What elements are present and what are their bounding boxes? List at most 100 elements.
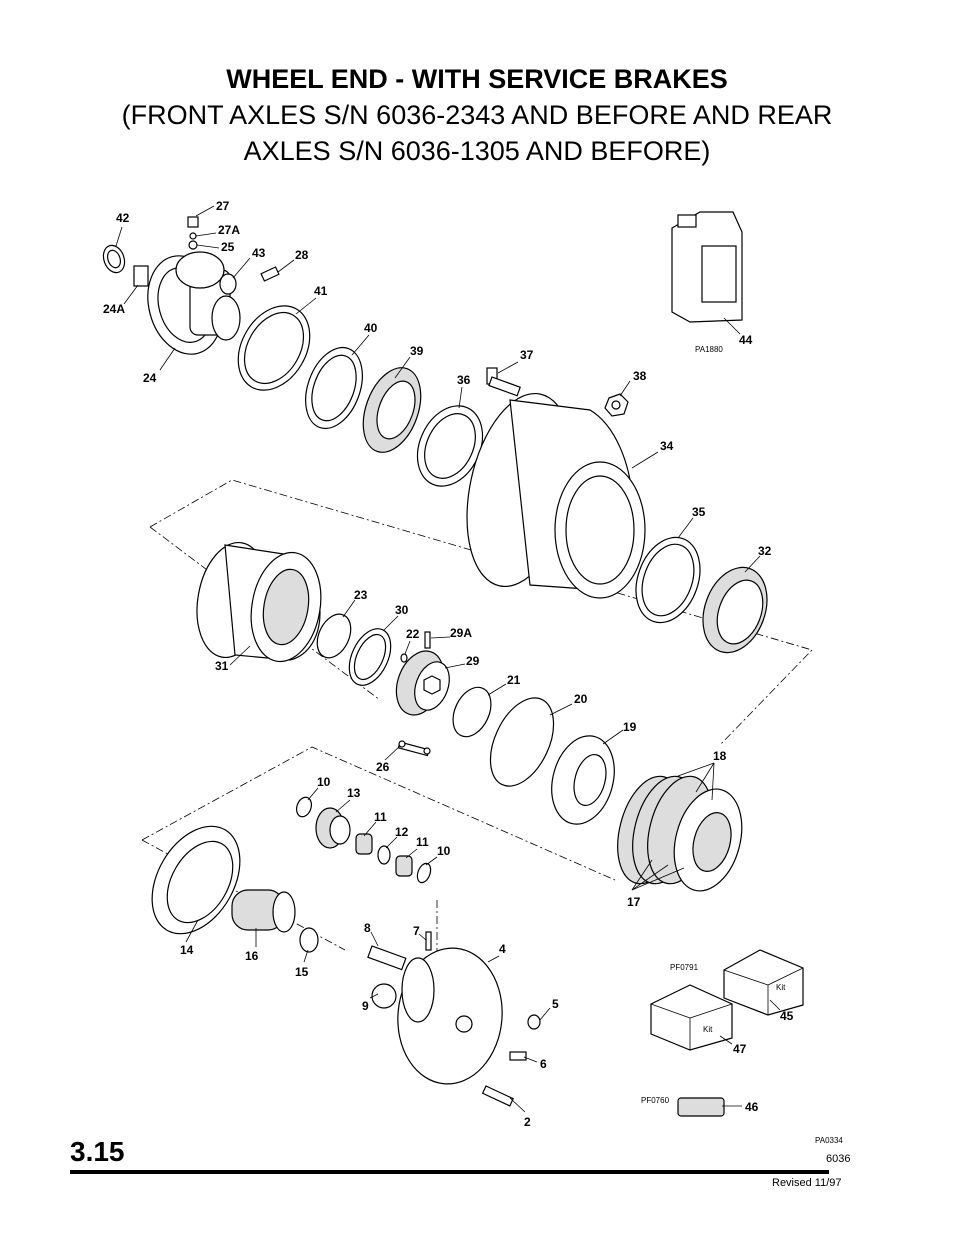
- callout-21: 21: [507, 673, 521, 687]
- part-16-sun-gear: [231, 889, 296, 933]
- callout-37: 37: [520, 348, 534, 362]
- page-title: WHEEL END - WITH SERVICE BRAKES: [226, 64, 728, 94]
- callout-39: 39: [410, 344, 424, 358]
- callout-29: 29: [466, 654, 480, 668]
- callout-28: 28: [295, 248, 309, 262]
- callout-40: 40: [364, 321, 378, 335]
- callout-22: 22: [406, 627, 420, 641]
- part-21-shim: [452, 686, 492, 738]
- code-fluid: PA1880: [695, 345, 723, 354]
- code-kit-box: PF0791: [670, 963, 699, 972]
- callout-44: 44: [739, 333, 753, 347]
- part-45-kit-box: Kit: [723, 949, 804, 1016]
- part-5-plug: [527, 1014, 541, 1030]
- part-26-bolts: [397, 740, 431, 757]
- model-number: 6036: [826, 1153, 851, 1165]
- callout-11-left: 11: [374, 810, 387, 824]
- kit-label-47: Kit: [703, 1025, 713, 1034]
- callout-43: 43: [252, 246, 266, 260]
- callout-27A: 27A: [218, 223, 240, 237]
- revision-date: Revised 11/97: [772, 1177, 842, 1189]
- callout-42: 42: [116, 211, 130, 225]
- callout-labels: 42 27 27A 25 43 28 24A 41 24 40 39 37 36…: [103, 199, 794, 1129]
- figure-code: PA0334: [815, 1136, 843, 1145]
- callout-41: 41: [314, 284, 328, 298]
- part-47-kit-box: Kit: [650, 984, 733, 1051]
- part-32-bearing-cone: [702, 566, 768, 654]
- callout-8: 8: [364, 921, 371, 935]
- callout-16: 16: [245, 949, 259, 963]
- part-19-plate: [551, 735, 615, 825]
- callout-4: 4: [499, 942, 506, 956]
- callout-23: 23: [354, 588, 368, 602]
- page-number: 3.15: [70, 1136, 125, 1167]
- part-13-planet-gear: [315, 807, 351, 849]
- figure-codes: PA1880 PF0791 PF0760: [641, 345, 723, 1105]
- callout-26: 26: [376, 760, 390, 774]
- callout-2: 2: [524, 1115, 531, 1129]
- subtitle-line-2: AXLES S/N 6036-1305 AND BEFORE): [243, 136, 711, 166]
- part-30-retaining-ring: [348, 628, 392, 686]
- part-29A-pin: [424, 631, 431, 649]
- callout-31: 31: [215, 659, 229, 673]
- part-43-plug: [219, 273, 237, 295]
- part-22-pin: [400, 653, 408, 663]
- callout-24A: 24A: [103, 302, 125, 316]
- part-37-stud: [486, 367, 521, 397]
- part-29-piston: [395, 650, 450, 716]
- callout-20: 20: [574, 692, 588, 706]
- part-20-disc: [489, 697, 555, 787]
- callout-34: 34: [660, 439, 674, 453]
- part-7-roll-pin: [425, 931, 432, 951]
- callout-45: 45: [780, 1009, 794, 1023]
- part-11-needle-bearing: [355, 833, 413, 877]
- kit-label-45: Kit: [776, 983, 786, 992]
- part-42-cap: [102, 244, 126, 274]
- part-17-18-brake-disc-pack: [617, 775, 743, 892]
- callout-13: 13: [347, 786, 361, 800]
- part-14-ring: [151, 825, 241, 935]
- part-9-plug: [371, 983, 397, 1009]
- callout-35: 35: [692, 505, 706, 519]
- callout-30: 30: [395, 603, 409, 617]
- callout-11-right: 11: [416, 835, 429, 849]
- part-24-spindle: [147, 251, 241, 355]
- callout-10-top: 10: [317, 775, 331, 789]
- part-35-bearing-cup: [635, 536, 701, 624]
- callout-7: 7: [413, 924, 420, 938]
- callout-15: 15: [295, 965, 309, 979]
- callout-32: 32: [758, 544, 772, 558]
- part-15-ring: [299, 927, 319, 953]
- callout-46: 46: [745, 1100, 759, 1114]
- part-23-shim: [316, 613, 352, 659]
- part-27-grease-fitting: [187, 216, 199, 250]
- part-4-planet-carrier: [397, 947, 503, 1085]
- part-46-seal-pack: [677, 1097, 725, 1117]
- part-2-bolt: [481, 1085, 514, 1107]
- callout-9: 9: [362, 999, 369, 1013]
- callout-14: 14: [180, 943, 194, 957]
- part-24A-bushing: [133, 265, 149, 287]
- code-seal-pack: PF0760: [641, 1096, 670, 1105]
- callout-5: 5: [552, 997, 559, 1011]
- part-8-pin: [367, 945, 407, 971]
- callout-27: 27: [216, 199, 230, 213]
- callout-17: 17: [627, 895, 641, 909]
- callout-19: 19: [623, 720, 637, 734]
- callout-29A: 29A: [450, 626, 472, 640]
- part-40-bearing-cup: [305, 346, 363, 430]
- subtitle-line-1: (FRONT AXLES S/N 6036-2343 AND BEFORE AN…: [121, 100, 833, 130]
- callout-25: 25: [221, 240, 235, 254]
- part-39-bearing-cone: [362, 367, 422, 453]
- part-34-wheel-hub: [466, 392, 646, 599]
- part-38-nut: [604, 393, 629, 417]
- part-6-drain-plug: [509, 1051, 527, 1061]
- footer-rule: [70, 1170, 829, 1174]
- part-10-snap-ring: [295, 796, 313, 818]
- part-10-snap-ring-2: [416, 862, 432, 884]
- callout-10-bottom: 10: [437, 844, 451, 858]
- part-31-ring-gear: [196, 541, 322, 663]
- callout-47: 47: [733, 1042, 747, 1056]
- part-28-fitting: [260, 266, 280, 282]
- callout-12: 12: [395, 825, 409, 839]
